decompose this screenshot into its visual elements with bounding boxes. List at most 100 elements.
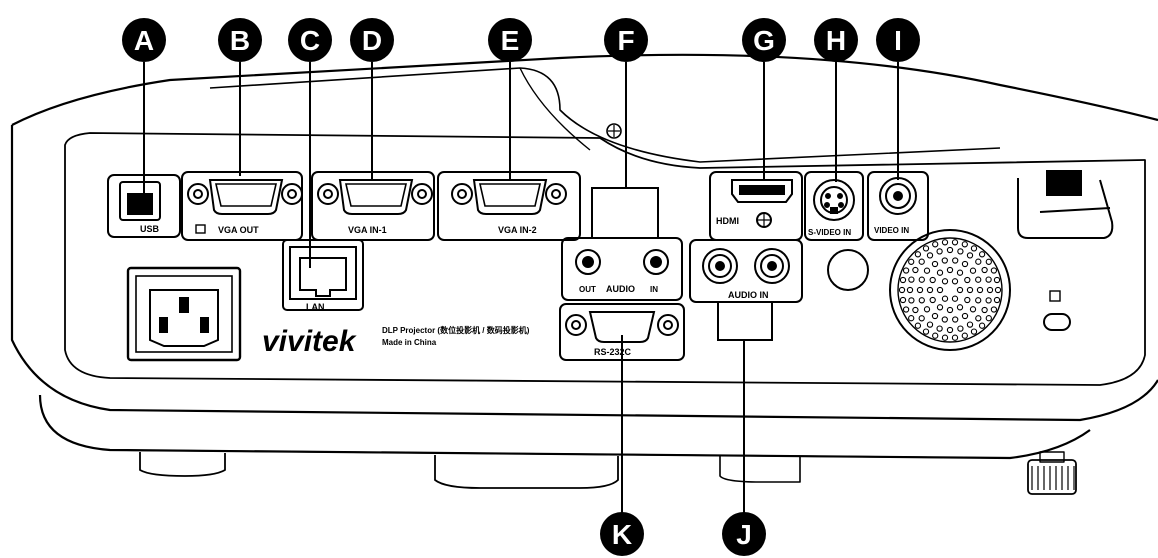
callout-j: J [722, 512, 766, 556]
callout-h: H [814, 18, 858, 62]
speaker-hole [918, 258, 925, 265]
speaker-hole [918, 297, 925, 304]
speaker-hole [914, 322, 922, 329]
speaker-hole [970, 328, 978, 335]
speaker-hole [908, 258, 915, 265]
vga-in-1-port[interactable] [317, 179, 433, 215]
audio-top-box [591, 187, 659, 239]
branding: vivitek DLP Projector (数位投影机 / 数码投影机) Ma… [262, 325, 530, 358]
io-panel-recess [64, 132, 1146, 386]
speaker-hole [902, 306, 910, 313]
callout-f: F [604, 18, 648, 62]
speaker-hole [929, 296, 936, 304]
vga-in-2-label: VGA IN-2 [498, 225, 537, 235]
speaker-hole [985, 258, 992, 265]
speaker-hole [957, 248, 964, 255]
audio-out-jack[interactable] [575, 249, 601, 275]
svg-text:B: B [230, 25, 250, 56]
rs232c-port[interactable] [565, 311, 679, 343]
projector-body [10, 53, 1158, 495]
speaker-hole [957, 325, 964, 332]
foot-center-2 [719, 456, 801, 483]
vga-out-port[interactable] [187, 179, 303, 215]
speaker-hole [964, 276, 971, 284]
speaker-holes [898, 239, 1002, 341]
speaker-hole [941, 257, 948, 264]
usb-port[interactable] [119, 181, 161, 221]
speaker-hole [946, 326, 954, 334]
s-video-label: S-VIDEO IN [808, 228, 851, 237]
speaker-hole [931, 312, 939, 320]
audio-in-rca-left[interactable] [702, 248, 738, 284]
speaker-hole [966, 252, 974, 259]
callout-i: I [876, 18, 920, 62]
cable-hook [1017, 178, 1114, 239]
hdmi-label: HDMI [716, 216, 739, 226]
vga-in-2-port[interactable] [451, 179, 567, 215]
speaker-hole [956, 304, 964, 311]
svg-text:I: I [894, 25, 902, 56]
speaker-hole [926, 252, 934, 259]
kensington-lock-icon [1049, 290, 1061, 302]
speaker-hole [986, 286, 994, 294]
foot-center [434, 455, 619, 489]
speaker-hole [922, 328, 930, 335]
callout-k: K [600, 512, 644, 556]
speaker-hole [946, 266, 954, 274]
hdmi-port[interactable] [731, 179, 793, 203]
speaker-hole [952, 316, 959, 323]
speaker-hole [912, 266, 919, 274]
callout-leaders [143, 62, 899, 525]
speaker-hole [969, 306, 977, 313]
svg-text:H: H [826, 25, 846, 56]
speaker-hole [985, 297, 992, 304]
svg-text:C: C [300, 25, 320, 56]
speaker-hole [994, 286, 1002, 294]
speaker-hole [931, 260, 939, 268]
speaker-hole [978, 251, 986, 258]
speaker-hole [932, 332, 939, 339]
callout-g: G [742, 18, 786, 62]
video-in-port[interactable] [879, 177, 917, 215]
speaker-hole [951, 239, 959, 246]
callout-badges: A B C D E F G H I J K [122, 18, 920, 556]
projector-top-inner [209, 67, 1001, 163]
speaker-hole [985, 276, 992, 283]
s-video-port[interactable] [813, 179, 855, 221]
callout-b: B [218, 18, 262, 62]
speaker-hole [976, 286, 984, 294]
svg-text:F: F [617, 25, 634, 56]
svg-text:E: E [501, 25, 520, 56]
speaker-hole [990, 306, 998, 313]
speaker-hole [975, 276, 982, 283]
speaker-hole [981, 266, 988, 274]
speaker-hole [936, 269, 944, 276]
svg-text:G: G [753, 25, 775, 56]
speaker-hole [908, 315, 915, 322]
speaker-hole [914, 251, 922, 258]
speaker-hole [951, 295, 959, 302]
ir-receiver [827, 249, 869, 291]
svg-text:K: K [612, 519, 632, 550]
audio-in-jack[interactable] [643, 249, 669, 275]
audio-in-rca-right[interactable] [754, 248, 790, 284]
hdmi-screw-icon [756, 212, 772, 228]
audio-out-label: OUT [579, 285, 596, 294]
hdmi-frame [709, 171, 803, 241]
callout-d: D [350, 18, 394, 62]
speaker-hole [978, 322, 986, 329]
speaker-hole [941, 278, 949, 285]
speaker-hole [993, 296, 1001, 304]
speaker-hole [961, 260, 969, 268]
screw-icon [606, 123, 622, 139]
audio-in-rca-label: AUDIO IN [728, 290, 769, 300]
speaker-hole [966, 321, 974, 328]
svg-text:D: D [362, 25, 382, 56]
power-inlet-port[interactable] [149, 289, 219, 347]
speaker-hole [946, 246, 954, 254]
speaker-hole [923, 267, 931, 274]
speaker-hole [923, 306, 931, 313]
speaker-hole [956, 286, 964, 294]
speaker-hole [952, 257, 959, 264]
